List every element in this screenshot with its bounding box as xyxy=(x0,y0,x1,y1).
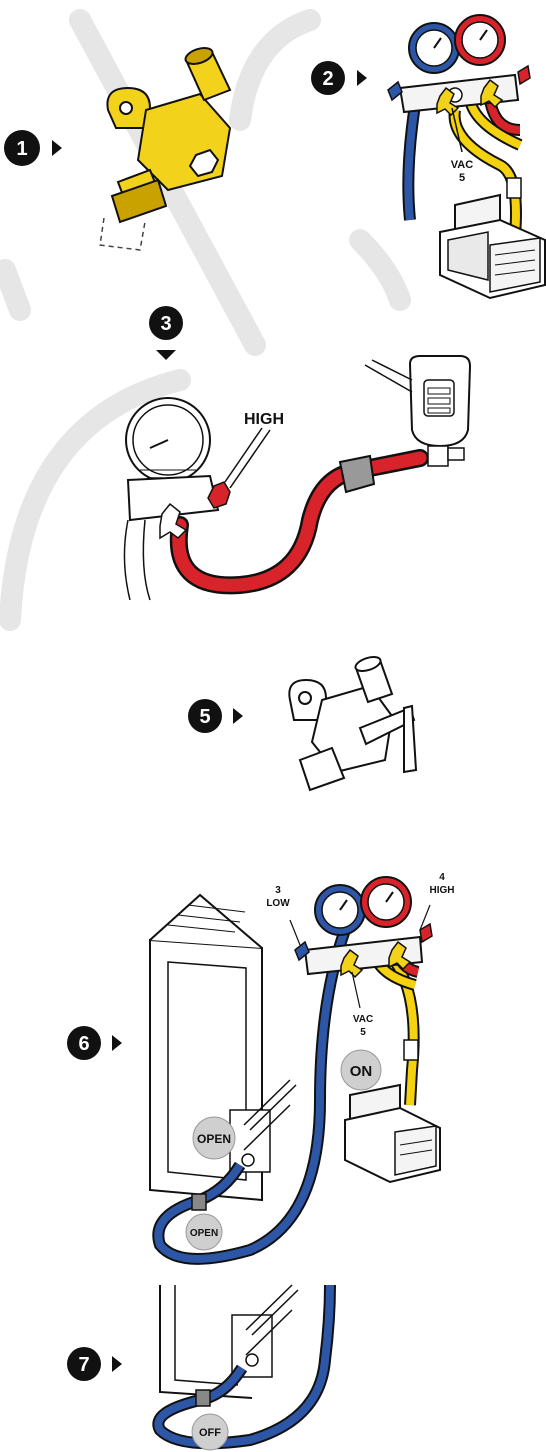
svg-text:OPEN: OPEN xyxy=(197,1132,231,1146)
step-5-marker: 5 xyxy=(188,699,243,733)
svg-text:OFF: OFF xyxy=(199,1427,221,1439)
low-port-number: 3 xyxy=(275,885,281,896)
vac-port-number-top: 5 xyxy=(459,172,465,184)
hex-key-valve-illustration xyxy=(288,656,418,792)
svg-text:3: 3 xyxy=(160,313,171,335)
svg-text:ON: ON xyxy=(350,1063,373,1080)
off-badge: OFF xyxy=(191,1413,229,1451)
high-label-step6: HIGH xyxy=(430,885,455,896)
step-6-marker: 6 xyxy=(67,1026,122,1060)
step-7-marker: 7 xyxy=(67,1347,122,1381)
svg-text:1: 1 xyxy=(16,138,27,160)
vac-label-mid: VAC xyxy=(353,1014,373,1025)
low-label: LOW xyxy=(266,898,290,909)
step-3-marker: 3 xyxy=(149,306,183,360)
svg-text:7: 7 xyxy=(78,1354,89,1376)
svg-text:5: 5 xyxy=(199,706,210,728)
high-label: HIGH xyxy=(244,411,284,428)
on-badge: ON xyxy=(340,1049,382,1091)
step-1-marker: 1 xyxy=(4,130,62,166)
vac-port-number-mid: 5 xyxy=(360,1027,366,1038)
open-badge-valve: OPEN xyxy=(192,1116,236,1160)
close-valve-illustration xyxy=(152,1284,336,1450)
vac-label-top: VAC xyxy=(451,159,473,171)
high-port-number: 4 xyxy=(439,872,445,883)
svg-text:OPEN: OPEN xyxy=(190,1228,218,1239)
evacuation-setup-illustration xyxy=(149,876,441,1265)
svg-text:6: 6 xyxy=(78,1033,89,1055)
manifold-gauge-set-illustration xyxy=(387,14,546,300)
micron-gauge-connection-illustration xyxy=(123,355,472,601)
svg-text:2: 2 xyxy=(322,68,333,90)
service-valve-illustration xyxy=(99,47,232,251)
open-badge-hose: OPEN xyxy=(185,1213,223,1251)
step-2-marker: 2 xyxy=(311,61,367,95)
